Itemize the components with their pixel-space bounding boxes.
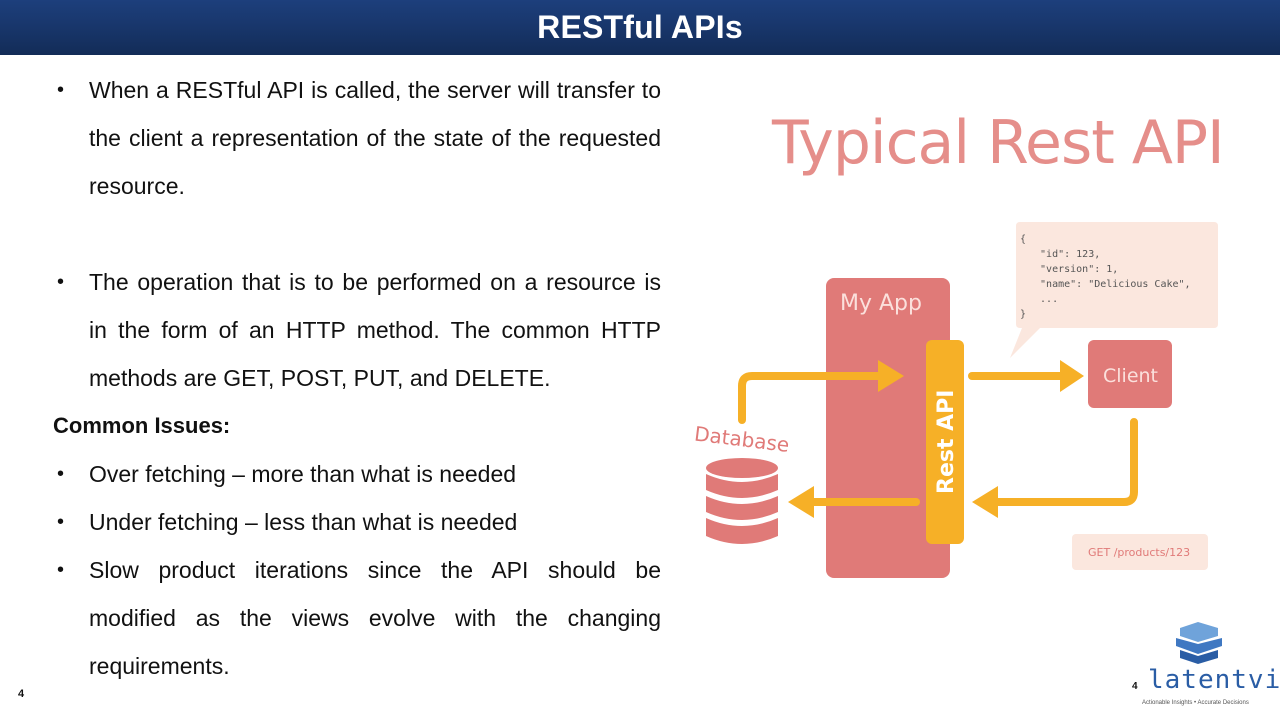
json-line: "version": 1, xyxy=(1028,264,1118,275)
client-label: Client xyxy=(1103,365,1158,387)
title-bar: RESTful APIs xyxy=(0,0,1280,55)
json-line: } xyxy=(1020,309,1026,320)
json-line: "id": 123, xyxy=(1028,249,1100,260)
client-box xyxy=(1088,340,1172,408)
json-line: ... xyxy=(1028,294,1058,305)
json-line: { xyxy=(1020,234,1026,245)
arrow-db-to-app xyxy=(738,360,904,424)
database-icon xyxy=(706,458,778,544)
stacked-layers-icon xyxy=(1176,622,1222,664)
rest-api-label: Rest API xyxy=(934,390,959,494)
diagram-title: Typical Rest API xyxy=(772,108,1225,178)
slide-body: When a RESTful API is called, the server… xyxy=(53,66,661,690)
rest-api-diagram: { "id": 123, "version": 1, "name": "Deli… xyxy=(693,222,1218,578)
json-callout xyxy=(1010,222,1218,358)
arrow-client-to-api xyxy=(972,418,1138,518)
spacer xyxy=(53,210,661,258)
bullet-item: Under fetching – less than what is neede… xyxy=(53,498,661,546)
common-issues-heading: Common Issues: xyxy=(53,413,231,438)
request-label: GET /products/123 xyxy=(1088,546,1190,559)
json-line: "name": "Delicious Cake", xyxy=(1028,279,1191,290)
database-label: Database xyxy=(693,421,791,456)
slide-title: RESTful APIs xyxy=(537,9,743,45)
rest-api-bar xyxy=(926,340,964,544)
my-app-label: My App xyxy=(840,291,922,316)
arrow-app-to-db xyxy=(788,486,920,518)
brand-logo-text: latentview xyxy=(1148,665,1280,695)
bullet-item: When a RESTful API is called, the server… xyxy=(53,66,661,210)
request-callout xyxy=(1072,534,1208,570)
arrow-api-to-client xyxy=(968,360,1084,392)
bullet-item: The operation that is to be performed on… xyxy=(53,258,661,402)
bullet-item: Slow product iterations since the API sh… xyxy=(53,546,661,690)
bullet-item: Over fetching – more than what is needed xyxy=(53,450,661,498)
brand-tagline: Actionable Insights • Accurate Decisions xyxy=(1142,700,1249,706)
page-number: 4 xyxy=(1132,681,1138,692)
page-number: 4 xyxy=(18,688,25,700)
